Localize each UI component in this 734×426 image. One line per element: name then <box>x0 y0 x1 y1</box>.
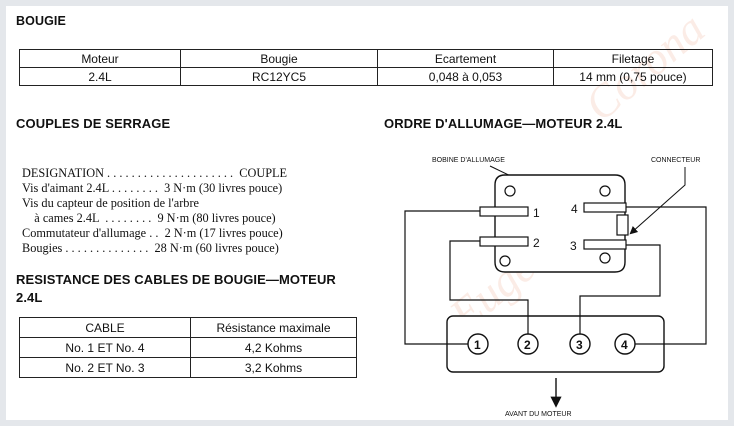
couple-line: à cames 2.4L . . . . . . . . 9 N·m (80 l… <box>22 211 276 225</box>
coil-terminal-number: 2 <box>533 236 540 250</box>
coil-terminal-number: 3 <box>570 239 577 253</box>
coil-mount-hole <box>599 252 611 264</box>
coil-mount-hole <box>499 255 511 267</box>
table-header-cell: Bougie <box>180 49 378 68</box>
couple-line: DESIGNATION . . . . . . . . . . . . . . … <box>22 166 288 180</box>
resistance-title-line1: RESISTANCE DES CABLES DE BOUGIE—MOTEUR <box>16 272 336 287</box>
ordre-title: ORDRE D'ALLUMAGE—MOTEUR 2.4L <box>384 116 623 131</box>
couple-line: Bougies . . . . . . . . . . . . . . 28 N… <box>22 241 279 255</box>
cylinder-number: 1 <box>474 338 481 352</box>
table-cell: No. 1 ET No. 4 <box>19 337 191 358</box>
ignition-wire-2 <box>449 240 529 334</box>
label-avant: AVANT DU MOTEUR <box>505 411 572 418</box>
label-bobine: BOBINE D'ALLUMAGE <box>432 157 505 164</box>
cylinder-number: 3 <box>576 338 583 352</box>
couple-line: Vis d'aimant 2.4L . . . . . . . . 3 N·m … <box>22 181 283 195</box>
connector-block <box>616 214 629 236</box>
table-header-row: Moteur Bougie Ecartement Filetage <box>19 49 713 68</box>
cylinder-number: 4 <box>621 338 628 352</box>
coil-mount-hole <box>599 185 611 197</box>
coil-terminal-number: 1 <box>533 206 540 220</box>
coil-mount-hole <box>504 185 516 197</box>
resistance-title-line2: 2.4L <box>16 290 43 305</box>
cylinder-number: 2 <box>524 338 531 352</box>
connecteur-leader <box>629 167 686 235</box>
bougie-title: BOUGIE <box>16 14 66 28</box>
table-cell: RC12YC5 <box>180 67 378 86</box>
couple-line: Commutateur d'allumage . . 2 N·m (17 liv… <box>22 226 283 240</box>
label-connecteur: CONNECTEUR <box>651 157 700 164</box>
couples-title: COUPLES DE SERRAGE <box>16 116 171 131</box>
coil-terminal-number: 4 <box>571 202 578 216</box>
ignition-wire-4 <box>626 206 707 345</box>
coil-terminal-plug <box>583 239 627 250</box>
table-row: No. 2 ET No. 3 3,2 Kohms <box>19 357 357 378</box>
couple-line: Vis du capteur de position de l'arbre <box>22 196 199 210</box>
table-row: 2.4L RC12YC5 0,048 à 0,053 14 mm (0,75 p… <box>19 67 713 86</box>
table-row: No. 1 ET No. 4 4,2 Kohms <box>19 337 357 358</box>
table-cell: 14 mm (0,75 pouce) <box>553 67 713 86</box>
coil-terminal-plug <box>583 202 627 213</box>
coil-terminal-plug <box>479 206 529 217</box>
ignition-wire-1 <box>404 210 480 345</box>
table-cell: 3,2 Kohms <box>190 357 357 378</box>
table-header-cell: CABLE <box>19 317 191 338</box>
bougie-table: Moteur Bougie Ecartement Filetage 2.4L R… <box>19 49 713 86</box>
table-cell: No. 2 ET No. 3 <box>19 357 191 378</box>
resistance-table: CABLE Résistance maximale No. 1 ET No. 4… <box>19 317 357 378</box>
coil-terminal-plug <box>479 236 529 247</box>
ignition-wire-3 <box>579 244 661 334</box>
table-cell: 2.4L <box>19 67 181 86</box>
